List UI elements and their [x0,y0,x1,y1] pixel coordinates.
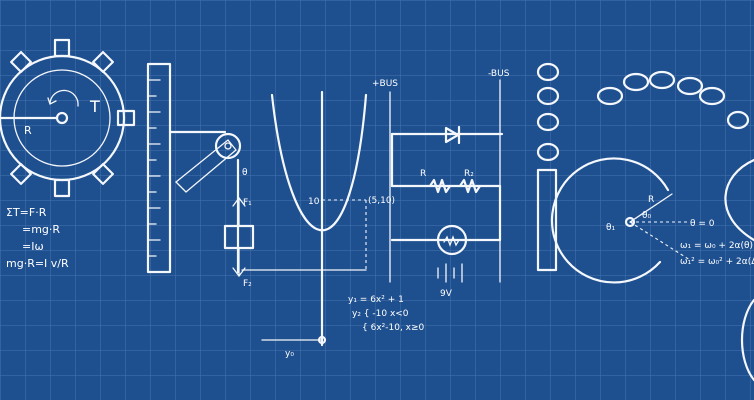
equation-line-2: =mg·R [22,223,60,236]
circle-radius-label: R [648,195,654,205]
y2-piece-equation: { 6x²-10, x≥0 [362,323,425,333]
equation-line-4: mg·R=I v/R [6,257,69,270]
resistor-r2-label: R₂ [464,169,474,179]
rotation-circle: R θ₀ θ = 0 θ₁ ω₁ = ω₀ + 2α(θ) ω₁² = ω₀² … [550,157,754,284]
circuit-diagram: +BUS -BUS R R₂ 9V [372,69,510,299]
right-edge-shape [724,158,754,382]
point-label: (5,10) [368,196,395,206]
battery-voltage-label: 9V [440,289,453,299]
force-f2-label: F₂ [243,279,252,289]
force-f1-label: F₁ [243,198,252,208]
torque-equations: ΣT=F·R =mg·R =Iω mg·R=I v/R [6,206,69,270]
equation-line-3: =Iω [22,240,44,253]
small-ruler [536,168,558,272]
bus-positive-label: +BUS [372,79,398,89]
gear-radius-label: R [24,124,32,137]
axis-10-label: 10 [308,197,320,207]
y1-equation: y₁ = 6x² + 1 [348,295,404,305]
ruler-drawing: θ F₁ F₂ [146,62,255,289]
theta-zero-label: θ = 0 [690,219,715,229]
pulley-theta-label: θ [242,168,248,178]
theta1-label: θ₁ [606,223,616,233]
bus-negative-label: -BUS [488,69,510,79]
y0-label: y₀ [285,349,294,359]
gear-drawing: T R [0,38,136,198]
chain-drawing [536,62,750,162]
theta0-label: θ₀ [642,211,652,221]
equation-line-1: ΣT=F·R [6,206,47,219]
omega-equation-1: ω₁ = ω₀ + 2α(θ) [680,241,753,251]
gear-torque-label: T [89,97,100,116]
parabola-graph: 10 (5,10) y₀ y₁ = 6x² + 1 y₂ { -10 x<0 {… [241,90,425,359]
omega-equation-2: ω₁² = ω₀² + 2α(Δθ) [680,257,754,267]
resistor-r1-label: R [420,169,426,179]
y2-equation: y₂ { -10 x<0 [352,309,409,319]
